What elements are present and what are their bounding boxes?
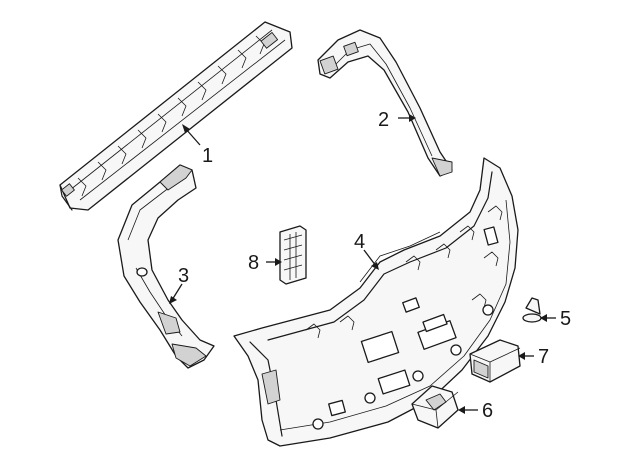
callout-3: 3 (178, 265, 189, 287)
callout-6: 6 (482, 400, 493, 422)
part-1-upper-trim-strip (59, 21, 293, 211)
callout-1: 1 (202, 145, 213, 167)
part-6-switch (411, 385, 459, 429)
part-3-pillar-trim (117, 164, 215, 369)
part-5-clip (522, 297, 542, 323)
part-2-upper-side-trim (317, 29, 453, 177)
callout-7: 7 (538, 346, 549, 368)
callout-4: 4 (354, 231, 365, 253)
leader-5 (540, 314, 556, 322)
leader-4 (363, 249, 379, 270)
part-4-liftgate-panel (233, 157, 519, 447)
leader-2 (398, 114, 416, 122)
callout-2: 2 (378, 109, 389, 131)
leader-8 (266, 258, 282, 266)
callout-8: 8 (248, 252, 259, 274)
leader-7 (518, 352, 534, 360)
part-7-lamp (469, 339, 521, 383)
part-8-bracket (279, 225, 307, 285)
leader-3 (169, 283, 183, 304)
callout-5: 5 (560, 308, 571, 330)
leader-1 (182, 124, 201, 146)
leader-6 (458, 406, 478, 414)
